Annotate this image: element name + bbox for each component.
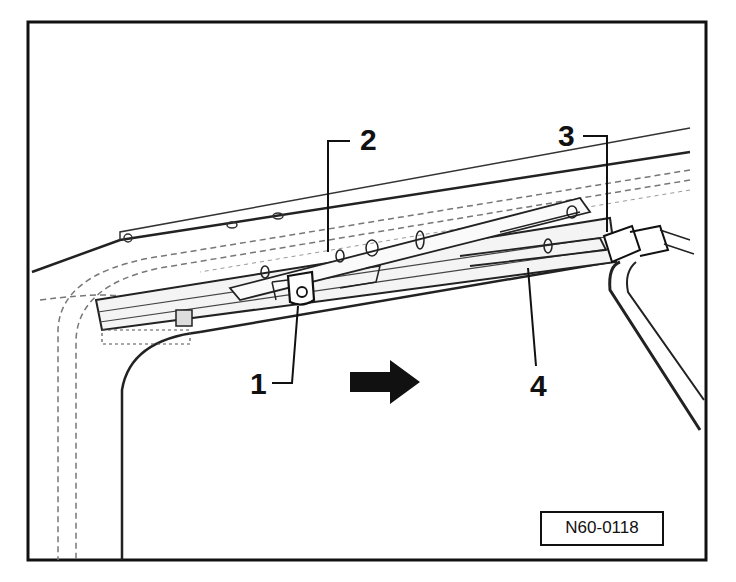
glass-panel [122, 332, 200, 560]
leader-line [272, 306, 298, 383]
frame-corner [610, 262, 700, 430]
callout-number: 3 [558, 121, 575, 151]
figure-id: N60-0118 [565, 519, 638, 538]
lever [230, 198, 590, 300]
leader-line [328, 141, 350, 252]
callout-number: 1 [250, 369, 267, 399]
figure-id-box: N60-0118 [540, 511, 664, 546]
roof-opening [40, 170, 690, 560]
clip [288, 272, 314, 305]
leader-line [528, 268, 536, 366]
frame [28, 22, 706, 560]
guide-rail [96, 218, 616, 330]
callout-number: 4 [530, 371, 547, 401]
direction-arrow [350, 360, 420, 404]
callout-number: 2 [360, 125, 377, 155]
leader-line [583, 136, 607, 232]
